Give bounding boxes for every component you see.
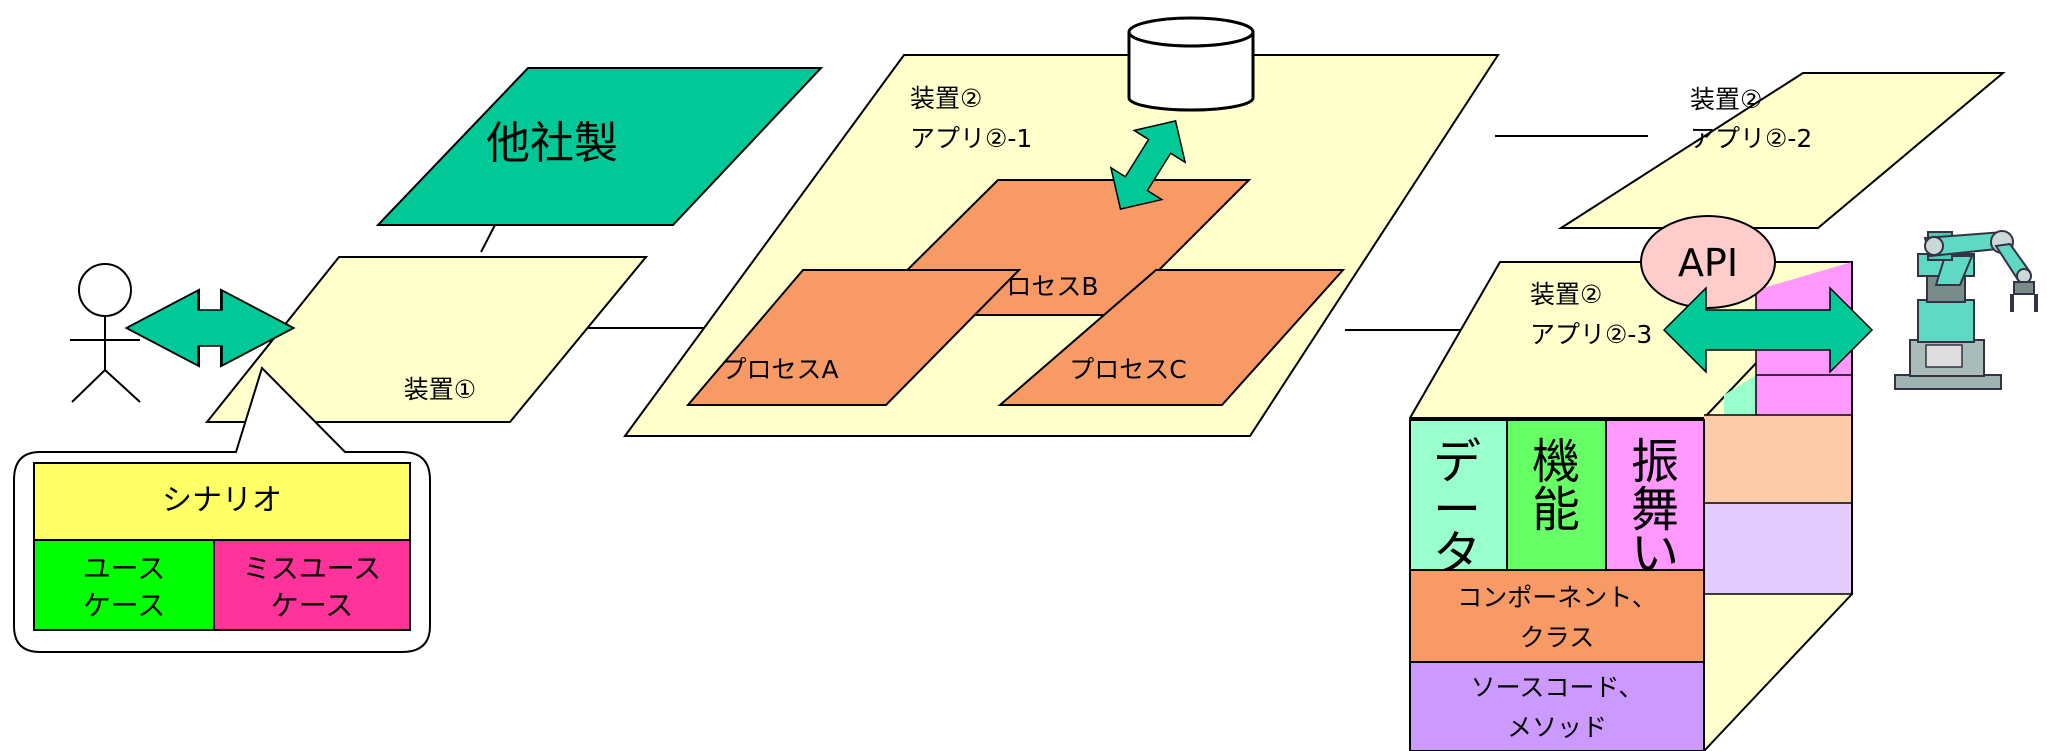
back-layer: [1724, 375, 1756, 415]
device2-app2-plane: 装置② アプリ②-2: [1557, 72, 2006, 229]
scenario-box: [33, 462, 411, 541]
usecase-label-line2: ケース: [83, 589, 166, 622]
device2-app2-label-line2: アプリ②-2: [1690, 124, 1812, 153]
back-layer: [1756, 375, 1852, 415]
database-icon: [1127, 16, 1255, 112]
device1-plane: 装置①: [204, 256, 649, 423]
layer-data: デ ー タ: [1409, 419, 1508, 582]
process-c: プロセスC: [997, 269, 1346, 406]
process-a: プロセスA: [685, 269, 1022, 406]
double-arrow-icon: [124, 288, 296, 368]
component-label-line2: クラス: [1520, 623, 1595, 652]
process-c-label: プロセスC: [1069, 355, 1186, 384]
function-label: 能: [1532, 482, 1580, 538]
device2-app1-label-line2: アプリ②-1: [910, 124, 1032, 153]
other-company-plane: 他社製: [375, 67, 824, 226]
layer-component: コンポーネント、 クラス: [1409, 569, 1705, 663]
device1-label: 装置①: [404, 375, 476, 404]
robot-arm-icon: [1894, 230, 2038, 390]
function-label: 機: [1532, 434, 1580, 490]
api-label: API: [1678, 241, 1738, 285]
double-arrow-icon: [1662, 286, 1874, 374]
layer-function: 機 能: [1506, 419, 1607, 571]
back-layer: [1704, 415, 1852, 503]
usecase-label-line1: ユース: [83, 552, 166, 585]
device2-app3-label-line1: 装置②: [1530, 280, 1602, 309]
device2-app2-label-line1: 装置②: [1690, 85, 1762, 114]
layer-source: ソースコード、 メソッド: [1409, 661, 1705, 751]
usecase-box: [33, 539, 215, 631]
source-label-line2: メソッド: [1507, 713, 1607, 742]
behavior-label: 舞: [1631, 482, 1679, 538]
misusecase-box: [213, 539, 411, 631]
double-arrow-icon: [1109, 120, 1187, 210]
scenario-callout: シナリオ ユース ケース ミスユース ケース: [13, 366, 431, 653]
misusecase-label-line1: ミスユース: [243, 552, 382, 585]
device2-app3-label-line2: アプリ②-3: [1530, 320, 1652, 349]
api-badge: API: [1640, 215, 1776, 309]
misusecase-label-line2: ケース: [271, 589, 354, 622]
data-label: ー: [1433, 482, 1481, 538]
process-a-label: プロセスA: [721, 355, 838, 384]
layer-behavior: 振 舞 い: [1605, 419, 1705, 582]
scenario-title: シナリオ: [162, 483, 282, 518]
back-layer: [1704, 503, 1852, 594]
connector-line: [480, 224, 496, 253]
data-label: デ: [1433, 434, 1481, 490]
person-icon: [70, 263, 141, 403]
device2-app1-label-line1: 装置②: [910, 84, 982, 113]
source-label-line1: ソースコード、: [1471, 673, 1644, 702]
behavior-label: 振: [1631, 434, 1679, 490]
other-company-label: 他社製: [486, 118, 618, 169]
component-label-line1: コンポーネント、: [1457, 583, 1657, 612]
